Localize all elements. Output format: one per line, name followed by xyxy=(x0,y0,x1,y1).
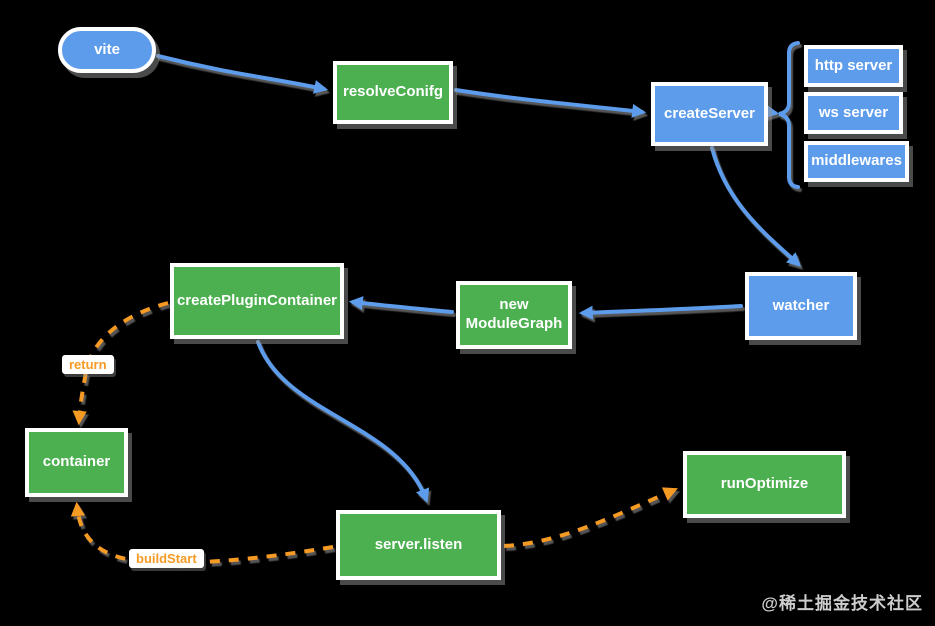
watermark: @稀土掘金技术社区 xyxy=(761,594,923,613)
edge-label-return: return xyxy=(62,355,114,374)
node-createserver: createServer xyxy=(651,82,768,146)
edge-vite-to-resolveconfig xyxy=(156,54,329,94)
edge-createserver-to-watcher xyxy=(710,146,802,267)
node-ws-server: ws server xyxy=(804,92,903,134)
edge-serverlisten-to-runoptimize xyxy=(503,487,678,548)
edge-resolveconfig-to-createserver xyxy=(454,88,647,118)
edge-createplugincontainer-to-serverlisten xyxy=(256,340,430,503)
edge-modulegraph-to-createplugincontainer xyxy=(348,296,454,314)
node-vite: vite xyxy=(58,27,156,73)
brace-createserver-children xyxy=(778,41,800,189)
edge-label-buildstart: buildStart xyxy=(129,549,204,568)
node-http-server: http server xyxy=(804,45,903,87)
module-graph-line1: new xyxy=(499,296,529,314)
node-resolveconfig: resolveConifg xyxy=(333,61,453,124)
node-createplugincontainer: createPluginContainer xyxy=(170,263,344,339)
module-graph-line2: ModuleGraph xyxy=(465,315,563,332)
node-runoptimize: runOptimize xyxy=(683,451,846,518)
node-container: container xyxy=(25,428,128,497)
node-server-listen: server.listen xyxy=(336,510,501,580)
edge-buildstart-serverlisten-to-container xyxy=(70,501,334,565)
edge-createserver-to-brace xyxy=(764,104,780,119)
node-watcher: watcher xyxy=(745,272,857,340)
node-module-graph: new ModuleGraph xyxy=(456,281,572,349)
edge-watcher-to-modulegraph xyxy=(578,304,743,320)
node-middlewares: middlewares xyxy=(804,141,909,182)
